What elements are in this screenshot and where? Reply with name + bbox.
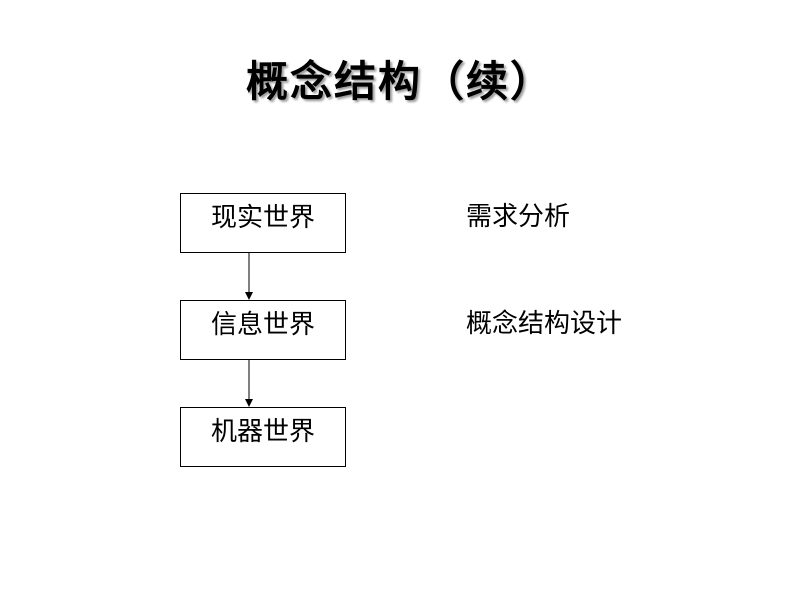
stage-label-conceptual-design: 概念结构设计 (466, 309, 623, 339)
box-information-world-label: 信息世界 (210, 310, 315, 340)
box-real-world: 现实世界 (180, 193, 346, 253)
box-machine-world: 机器世界 (180, 407, 346, 467)
box-real-world-label: 现实世界 (210, 203, 315, 233)
box-information-world: 信息世界 (180, 300, 346, 360)
box-machine-world-label: 机器世界 (210, 417, 315, 447)
stage-label-requirements-analysis: 需求分析 (466, 202, 571, 232)
slide-title: 概念结构（续） (245, 57, 554, 106)
